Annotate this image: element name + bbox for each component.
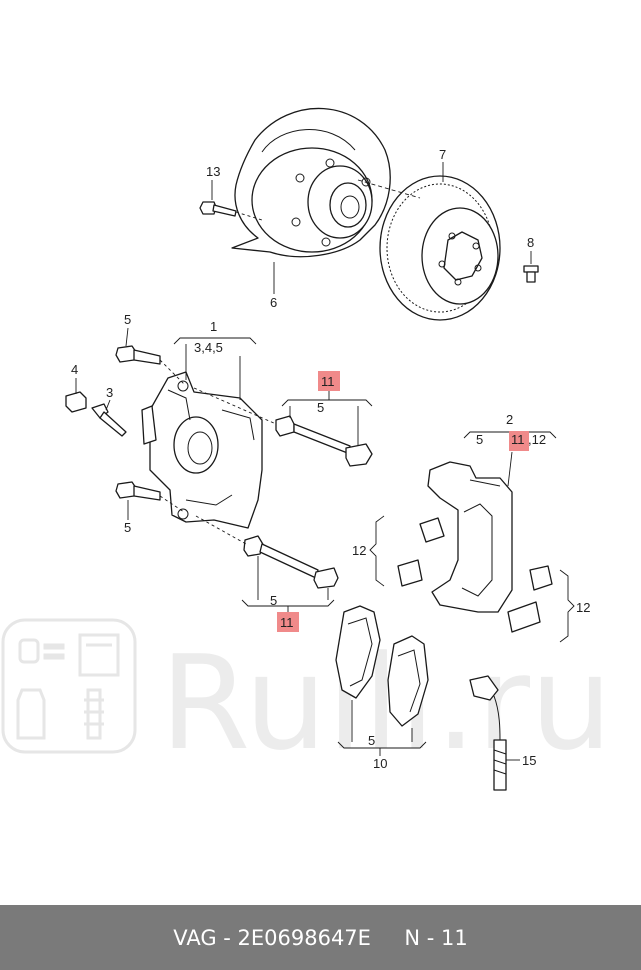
callout-10: 5 10 [337,700,427,771]
callout-5-upper-label: 5 [124,312,131,327]
callout-13: 13 [206,164,220,200]
caliper-bolt-upper [115,345,185,385]
callout-10-sub: 5 [368,733,375,748]
callout-8-label: 8 [527,235,534,250]
brake-disc [379,175,501,321]
parts-diagram: Rulli.ru [1,107,612,791]
pad-clips-lower [507,565,553,633]
watermark: Rulli.ru [1,618,612,779]
callout-4: 4 [71,362,78,394]
callout-2: 2 5 11 ,12 [463,412,557,487]
guide-pin-upper [193,387,373,467]
callout-4-label: 4 [71,362,78,377]
wear-sensor [469,675,507,791]
callout-13-label: 13 [206,164,220,179]
brake-pad-outer [335,605,381,699]
callout-3: 3 [105,385,113,411]
callout-12-right: 12 [559,569,590,643]
callout-3-label: 3 [106,385,113,400]
callout-11-upper-highlight [318,371,340,391]
brake-caliper [141,371,263,529]
callout-2-highlight [509,431,529,451]
callout-11-upper-sub: 5 [317,400,324,415]
callout-5-upper: 5 [124,312,131,347]
callout-12-right-label: 12 [576,600,590,615]
callout-1-sublabel: 3,4,5 [194,340,223,355]
callout-15: 15 [506,753,536,768]
caliper-bolt-lower [115,481,185,513]
callout-11-lower-sub: 5 [270,593,277,608]
callout-11-lower: 5 11 [241,556,335,632]
brake-pad-inner [387,635,429,727]
callout-7: 7 [439,147,446,182]
callout-1-label: 1 [210,319,217,334]
callout-12-left-label: 12 [352,543,366,558]
bleeder-cap [65,391,87,413]
caliper-carrier [427,461,513,613]
callout-12-left: 12 [352,515,385,587]
wheel-hub [251,147,373,253]
part-number-footer: VAG - 2E0698647E N - 11 [0,905,641,970]
callout-11-lower-label: 11 [280,615,294,630]
pad-clips-upper [397,517,445,587]
callout-10-label: 10 [373,756,387,771]
callout-6: 6 [270,262,277,310]
retaining-screw [523,265,539,283]
guide-pin-lower [195,515,339,589]
callout-11-lower-highlight [277,612,299,632]
callout-7-label: 7 [439,147,446,162]
callout-11-upper-label: 11 [321,374,335,389]
callout-2-sub-5: 5 [476,432,483,447]
callout-2-label: 2 [506,412,513,427]
callout-1: 1 3,4,5 [173,319,257,400]
callout-5-lower: 5 [124,500,131,535]
bleeder-valve [91,403,127,437]
callout-6-label: 6 [270,295,277,310]
watermark-text: Rulli.ru [160,627,612,779]
callout-5-lower-label: 5 [124,520,131,535]
callout-11-upper: 11 5 [281,371,373,446]
callout-2-sub-11: 11 [511,432,525,447]
hub-bolt [199,201,263,221]
callout-15-label: 15 [522,753,536,768]
callout-2-sub-12: ,12 [528,432,546,447]
callout-8: 8 [527,235,534,264]
